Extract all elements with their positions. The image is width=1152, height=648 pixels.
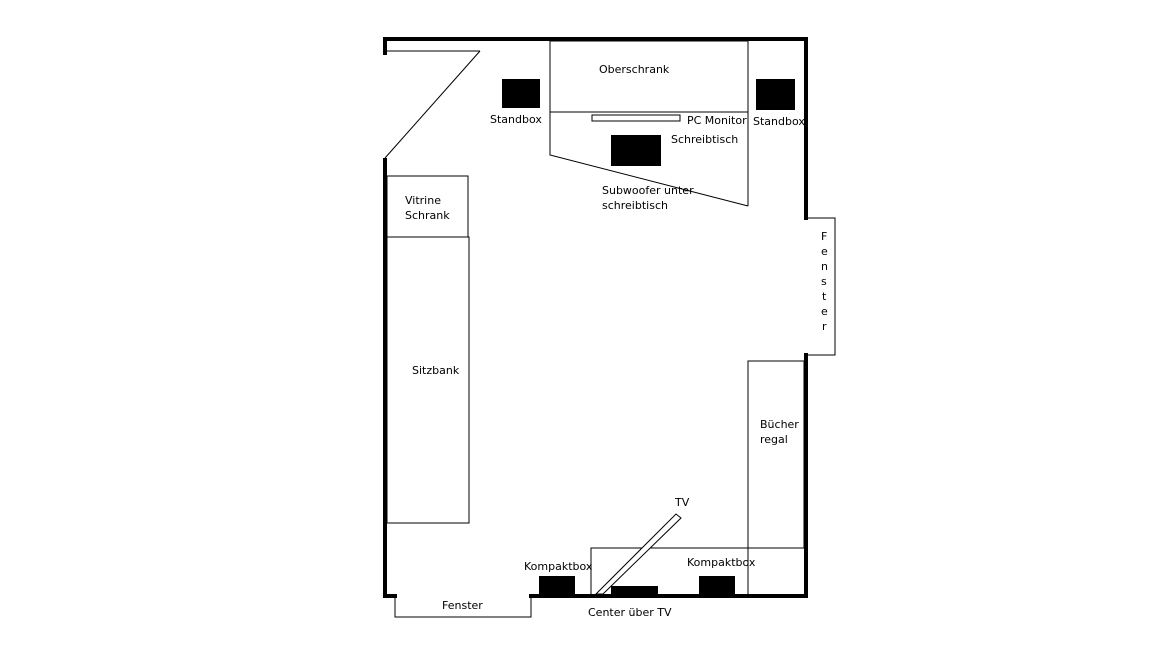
pc-monitor <box>591 114 681 122</box>
door-opening <box>384 50 481 159</box>
fenster-side-letter: e <box>821 245 828 258</box>
buecher-label-2: regal <box>760 433 788 446</box>
tv-label: TV <box>674 496 690 509</box>
vitrine-label-2: Schrank <box>405 209 450 222</box>
fenster-side-letter: r <box>822 320 827 333</box>
kompaktbox-right-label: Kompaktbox <box>687 556 756 569</box>
subwoofer-label-1: Subwoofer unter <box>602 184 694 197</box>
fenster-side-label: F e n s t e r <box>821 230 828 333</box>
fenster-side-letter: s <box>821 275 827 288</box>
buecherregal-box <box>747 360 805 549</box>
vitrine-label-1: Vitrine <box>405 194 441 207</box>
fenster-bottom-box <box>394 596 532 618</box>
kompaktbox-left-label: Kompaktbox <box>524 560 593 573</box>
fenster-side-letter: F <box>821 230 827 243</box>
kompaktbox-right <box>699 576 735 595</box>
buecher-label-1: Bücher <box>760 418 799 431</box>
subwoofer <box>611 135 661 166</box>
standbox-right-label: Standbox <box>753 115 805 128</box>
tv-lowboard <box>590 547 804 594</box>
fenster-side-box <box>806 217 836 356</box>
kompaktbox-left <box>539 576 575 595</box>
standbox-left <box>502 79 540 108</box>
walls <box>383 37 808 598</box>
schreibtisch-shape <box>549 112 749 207</box>
sitzbank-label: Sitzbank <box>412 364 460 377</box>
tv <box>594 513 682 595</box>
subwoofer-label-2: schreibtisch <box>602 199 668 212</box>
center-speaker <box>611 586 658 595</box>
standbox-right <box>756 79 795 110</box>
oberschrank-label: Oberschrank <box>599 63 670 76</box>
oberschrank-box <box>549 40 749 113</box>
center-label: Center über TV <box>588 606 672 619</box>
schreibtisch-label: Schreibtisch <box>671 133 738 146</box>
sitzbank-box <box>386 236 470 524</box>
fenster-bottom-label: Fenster <box>442 599 483 612</box>
fenster-side-letter: e <box>821 305 828 318</box>
standbox-left-label: Standbox <box>490 113 542 126</box>
pc-monitor-label: PC Monitor <box>687 114 747 127</box>
fenster-side-letter: t <box>822 290 827 303</box>
fenster-side-letter: n <box>821 260 828 273</box>
